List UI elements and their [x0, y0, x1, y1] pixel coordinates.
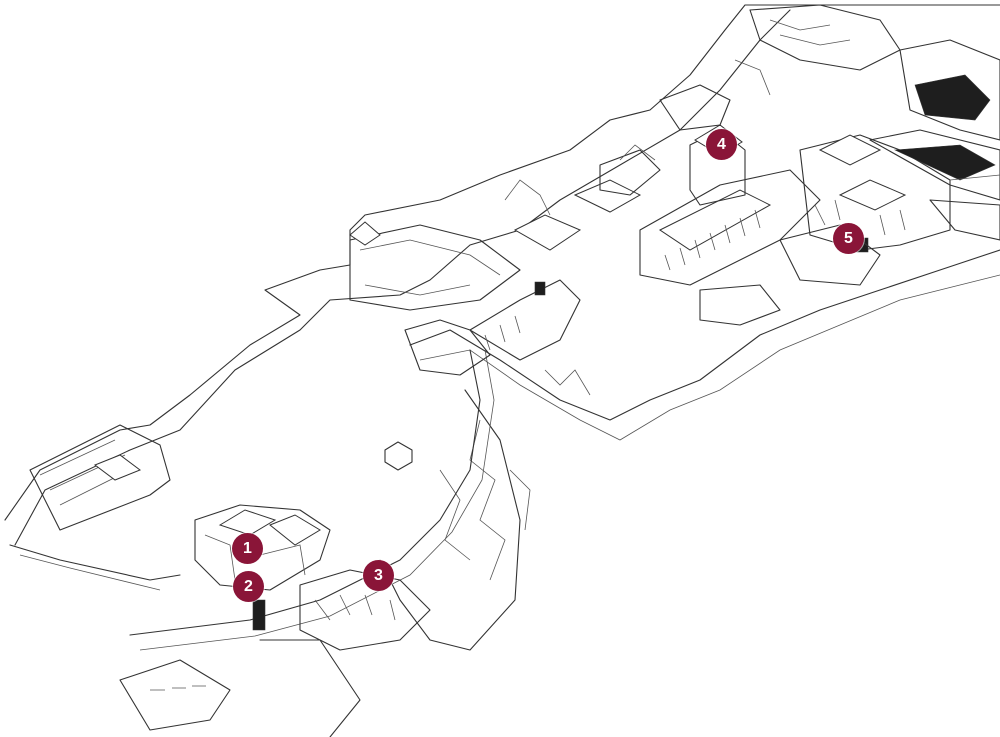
hexagonal-tower	[384, 441, 413, 471]
central-gate	[404, 279, 581, 376]
map-marker-4[interactable]: 4	[706, 129, 737, 160]
map-marker-2[interactable]: 2	[233, 571, 264, 602]
cliff-edge	[379, 389, 521, 651]
map-marker-1[interactable]: 1	[232, 533, 263, 564]
cliff-rocks	[439, 419, 531, 581]
east-complex	[699, 134, 951, 326]
gate-buildings	[119, 504, 431, 737]
southern-wall-inner	[419, 274, 1000, 441]
marker-2-label: 2	[244, 577, 253, 595]
inner-rampart	[14, 9, 791, 546]
marker-3-label: 3	[374, 566, 383, 584]
map-marker-3[interactable]: 3	[363, 560, 394, 591]
marker-5-label: 5	[844, 229, 853, 247]
rock-outcrops	[504, 59, 771, 396]
access-ramp-edge	[139, 349, 495, 651]
southern-wall	[409, 249, 1000, 421]
map-marker-5[interactable]: 5	[833, 223, 864, 254]
outer-rampart	[4, 4, 1000, 521]
marker-1-label: 1	[243, 539, 252, 557]
upper-courtyard	[349, 179, 642, 311]
north-east-quarter	[749, 4, 1000, 241]
lower-left-bastion	[9, 424, 181, 591]
marker-4-label: 4	[717, 135, 726, 153]
access-ramp	[129, 349, 481, 636]
